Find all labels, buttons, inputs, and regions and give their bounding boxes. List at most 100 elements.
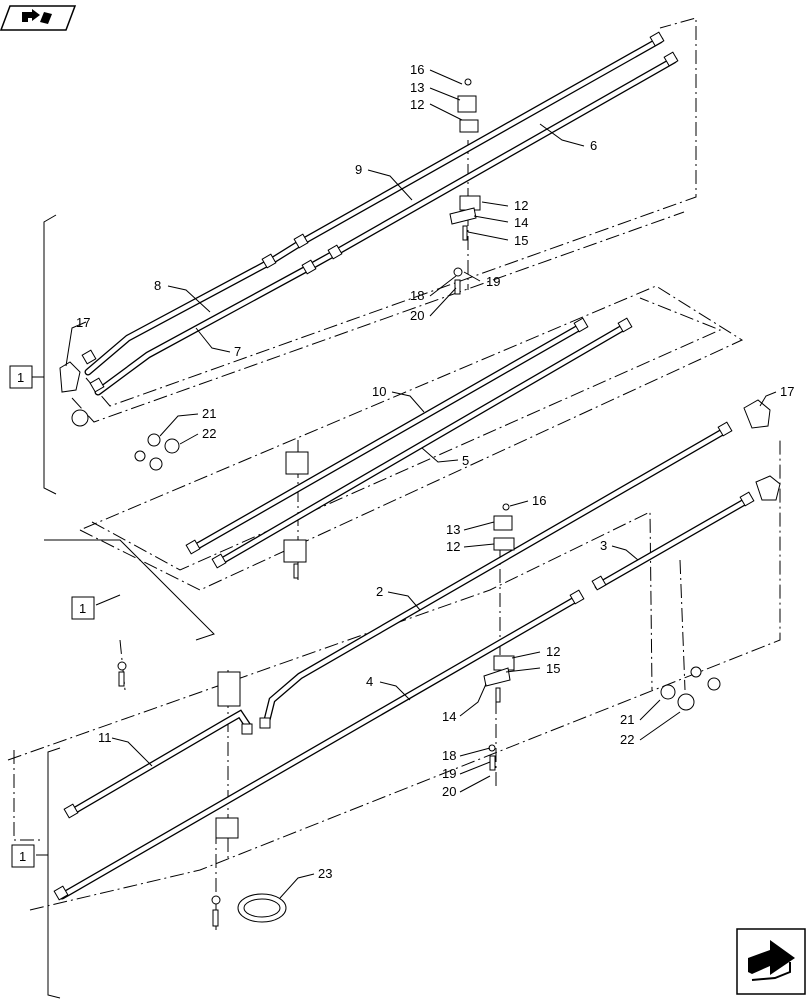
callout-19-top: 19 xyxy=(486,274,500,289)
nut-9-mid xyxy=(293,233,309,249)
clamp-12-lower xyxy=(493,655,515,671)
clamp-stack-2 xyxy=(283,539,307,563)
fittings xyxy=(53,31,781,927)
callout-4: 4 xyxy=(366,674,373,689)
washer-21-right xyxy=(660,684,676,700)
nut-7-bottom xyxy=(89,377,105,393)
callout-18-top: 18 xyxy=(410,288,424,303)
nut-22-right-b xyxy=(707,677,721,691)
callout-11: 11 xyxy=(98,730,112,745)
tube-6 xyxy=(94,56,678,396)
outline-lower-3 xyxy=(29,440,781,911)
callout-16-top: 16 xyxy=(410,62,424,77)
callout-15-lower: 15 xyxy=(546,661,560,676)
washer-stack-lower xyxy=(211,895,221,905)
callout-2: 2 xyxy=(376,584,383,599)
bolt-20-top xyxy=(454,279,461,295)
callout-18-lower: 18 xyxy=(442,748,456,763)
leader-lines xyxy=(65,69,777,899)
elbow-17-left xyxy=(59,361,81,393)
nut-2-top xyxy=(717,421,733,437)
nut-16-top xyxy=(464,78,472,86)
nut-4-bottom xyxy=(53,885,69,901)
tube-11 xyxy=(68,709,252,816)
nut-8-bottom xyxy=(81,349,97,365)
outline-lower xyxy=(13,750,40,841)
washer-left-lower xyxy=(117,661,127,671)
book-arrow-icon[interactable] xyxy=(0,5,77,31)
outline-middle xyxy=(79,285,744,591)
washer-18-top xyxy=(453,267,463,277)
bolt-15-top xyxy=(462,225,468,241)
nut-6-top xyxy=(663,51,679,67)
reference-box-middle-label: 1 xyxy=(79,601,86,616)
callout-17-right: 17 xyxy=(780,384,794,399)
dash-dot-outlines xyxy=(7,17,781,930)
callouts: 16 13 12 9 6 12 14 15 19 18 20 8 17 7 21… xyxy=(76,62,794,881)
callout-6: 6 xyxy=(590,138,597,153)
clamp-stack-3 xyxy=(217,671,241,707)
nut-9-top xyxy=(649,31,665,47)
clamp-stack-1 xyxy=(285,451,309,475)
nut-5-top xyxy=(617,317,633,333)
callout-12-upper-clamp: 12 xyxy=(514,198,528,213)
callout-21-right: 21 xyxy=(620,712,634,727)
callout-12-mid: 12 xyxy=(446,539,460,554)
bracket-lower xyxy=(47,747,61,999)
tube-2 xyxy=(262,426,730,728)
bolt-stack-lower xyxy=(212,909,219,927)
callout-14-top: 14 xyxy=(514,215,528,230)
tube-9 xyxy=(84,36,664,376)
outline-upper xyxy=(85,17,697,407)
plate-14-top xyxy=(449,207,477,225)
callout-21-left: 21 xyxy=(202,406,216,421)
nut-22-right xyxy=(677,693,695,711)
nut-5-bottom xyxy=(211,553,227,569)
clamp-12-mid-b xyxy=(493,537,515,551)
reference-brackets xyxy=(32,214,215,999)
nut-4-top xyxy=(569,589,585,605)
reference-box-upper[interactable]: 1 xyxy=(9,365,33,389)
clamp-12-mid xyxy=(459,195,481,211)
tube-3 xyxy=(594,496,752,590)
callout-20-lower: 20 xyxy=(442,784,456,799)
callout-10: 10 xyxy=(372,384,386,399)
nut-6-mid xyxy=(327,244,343,260)
next-page-arrow-icon[interactable] xyxy=(736,928,806,995)
nut-8-top xyxy=(261,253,277,269)
clamp-12-13-top xyxy=(457,95,477,113)
bolt-15-lower xyxy=(495,687,501,703)
washer-21-left-b xyxy=(134,450,146,462)
reference-box-lower-label: 1 xyxy=(19,849,26,864)
nut-3-top xyxy=(739,491,755,507)
nut-7-top xyxy=(301,259,317,275)
outline-middle-inner xyxy=(91,297,722,571)
callout-12-top: 12 xyxy=(410,97,424,112)
elbow-3-fitting xyxy=(755,475,781,501)
bracket-middle-arm xyxy=(95,594,121,606)
tube-4 xyxy=(58,594,582,900)
elbow-17-right xyxy=(743,399,771,429)
callout-17-left: 17 xyxy=(76,315,90,330)
plate-14-lower xyxy=(483,667,511,687)
bracket-upper xyxy=(43,214,57,495)
outline-upper-inner xyxy=(71,211,685,423)
callout-13-mid: 13 xyxy=(446,522,460,537)
reference-box-middle[interactable]: 1 xyxy=(71,596,95,620)
washer-21-right-b xyxy=(690,666,702,678)
callout-19-lower: 19 xyxy=(442,766,456,781)
grommet-23-inner xyxy=(243,898,281,918)
outline-lower-2 xyxy=(7,511,653,761)
reference-box-upper-label: 1 xyxy=(17,370,24,385)
callout-15-top: 15 xyxy=(514,233,528,248)
reference-box-lower[interactable]: 1 xyxy=(11,844,35,868)
nut-3-bottom xyxy=(591,575,607,591)
callout-16-mid: 16 xyxy=(532,493,546,508)
clamp-stack-4 xyxy=(215,817,239,839)
bracket-middle xyxy=(44,539,215,641)
nut-10-bottom xyxy=(185,539,201,555)
callout-12-lower: 12 xyxy=(546,644,560,659)
callout-14-lower: 14 xyxy=(442,709,456,724)
nut-11-top xyxy=(241,723,253,735)
